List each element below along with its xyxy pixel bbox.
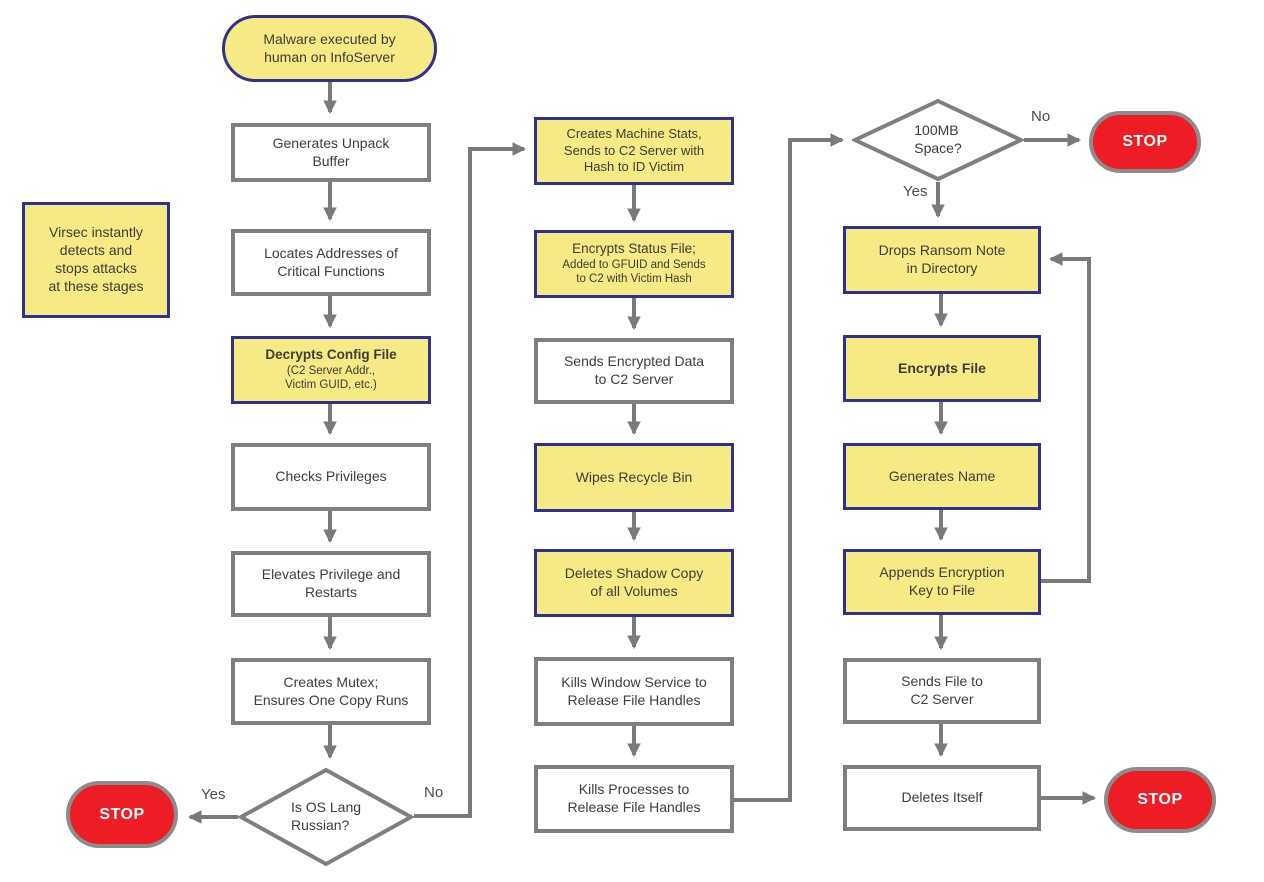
- node-checks-privileges: Checks Privileges: [231, 443, 431, 511]
- node-sends-encrypted-data: Sends Encrypted Data to C2 Server: [534, 338, 734, 404]
- node-creates-machine-stats: Creates Machine Stats, Sends to C2 Serve…: [534, 117, 734, 185]
- virsec-note-text: Virsec instantly detects and stops attac…: [48, 224, 144, 294]
- node-generates-unpack-buffer: Generates Unpack Buffer: [231, 123, 431, 182]
- node-kills-window-service: Kills Window Service to Release File Han…: [534, 657, 734, 726]
- node-start: Malware executed by human on InfoServer: [222, 15, 437, 82]
- edge-label-oslang-no: No: [424, 784, 444, 801]
- decision-diamond-shape: [238, 767, 414, 867]
- node-creates-mutex: Creates Mutex; Ensures One Copy Runs: [231, 658, 431, 725]
- node-encrypts-file: Encrypts File: [843, 335, 1041, 402]
- decision-100mb-space: 100MB Space?: [852, 98, 1024, 182]
- connector-killproc-to-space-decision: [734, 133, 845, 802]
- node-wipes-recycle-bin: Wipes Recycle Bin: [534, 443, 734, 512]
- virsec-note: Virsec instantly detects and stops attac…: [22, 202, 170, 318]
- decision-is-os-lang-russian: Is OS Lang Russian?: [238, 767, 414, 867]
- node-deletes-itself: Deletes Itself: [843, 765, 1041, 831]
- decision-diamond-shape: [852, 98, 1024, 182]
- node-generates-name: Generates Name: [843, 443, 1041, 510]
- node-elevates-privilege: Elevates Privilege and Restarts: [231, 551, 431, 617]
- node-deletes-shadow-copy: Deletes Shadow Copy of all Volumes: [534, 549, 734, 617]
- edge-label-space-no: No: [1031, 108, 1051, 125]
- node-decrypts-config-file: Decrypts Config File (C2 Server Addr., V…: [231, 336, 431, 404]
- stop-terminator-left: STOP: [66, 781, 178, 848]
- edge-label-oslang-yes: Yes: [201, 786, 226, 803]
- node-sends-file-to-c2: Sends File to C2 Server: [843, 658, 1041, 724]
- node-locates-addresses: Locates Addresses of Critical Functions: [231, 229, 431, 296]
- node-encrypts-status-file: Encrypts Status File; Added to GFUID and…: [534, 230, 734, 298]
- stop-terminator-top-right: STOP: [1089, 111, 1201, 173]
- node-kills-processes: Kills Processes to Release File Handles: [534, 765, 734, 833]
- edge-label-space-yes: Yes: [903, 183, 928, 200]
- stop-terminator-bottom-right: STOP: [1104, 767, 1216, 833]
- connector-appends-loop-to-ransom: [1041, 252, 1091, 583]
- node-drops-ransom-note: Drops Ransom Note in Directory: [843, 226, 1041, 294]
- node-appends-encryption-key: Appends Encryption Key to File: [843, 549, 1041, 615]
